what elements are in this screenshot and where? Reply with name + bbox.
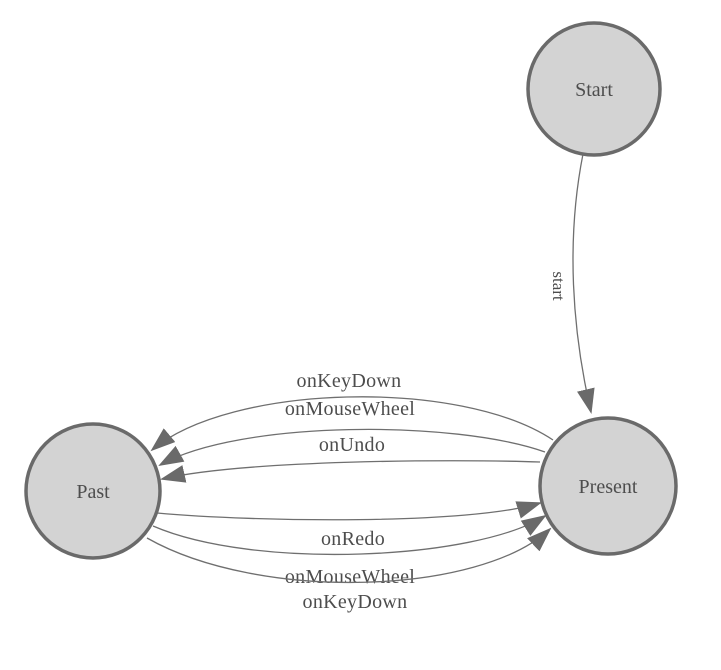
node-present-circle[interactable] bbox=[538, 416, 678, 556]
edge-line-onkeydown-bottom bbox=[146, 527, 552, 584]
edge-past-to-present-onmousewheel: onMouseWheel bbox=[152, 514, 547, 588]
edge-label-onmousewheel-bottom: onMouseWheel bbox=[285, 566, 415, 588]
node-start[interactable]: Start bbox=[526, 21, 662, 157]
edge-start-to-present: start bbox=[549, 153, 595, 414]
edge-line-onmousewheel-bottom bbox=[152, 514, 547, 556]
edge-line-onundo bbox=[160, 460, 541, 483]
edge-line-onkeydown-top bbox=[150, 396, 554, 452]
edge-label-start: start bbox=[549, 271, 568, 301]
edge-past-to-present-onredo: onRedo bbox=[156, 501, 542, 550]
edge-label-onmousewheel-top: onMouseWheel bbox=[285, 398, 415, 420]
node-past-label: Past bbox=[76, 481, 110, 503]
node-start-circle[interactable] bbox=[526, 21, 662, 157]
edge-line-start bbox=[572, 153, 595, 414]
edge-label-onredo: onRedo bbox=[321, 528, 385, 550]
edge-present-to-past-onkeydown: onKeyDown bbox=[150, 370, 554, 452]
edge-label-onkeydown-bottom: onKeyDown bbox=[303, 591, 408, 613]
node-past[interactable]: Past bbox=[24, 422, 162, 560]
edge-line-onredo bbox=[156, 501, 542, 521]
edge-present-to-past-onundo: onUndo bbox=[160, 434, 541, 483]
edge-line-onmousewheel-top bbox=[158, 428, 546, 466]
edge-label-onkeydown-top: onKeyDown bbox=[297, 370, 402, 392]
edge-label-onundo: onUndo bbox=[319, 434, 385, 456]
node-start-label: Start bbox=[575, 79, 613, 101]
node-present-label: Present bbox=[579, 476, 638, 498]
edge-past-to-present-onkeydown: onKeyDown bbox=[146, 527, 552, 613]
node-past-circle[interactable] bbox=[24, 422, 162, 560]
node-present[interactable]: Present bbox=[538, 416, 678, 556]
edge-present-to-past-onmousewheel: onMouseWheel bbox=[158, 398, 546, 466]
